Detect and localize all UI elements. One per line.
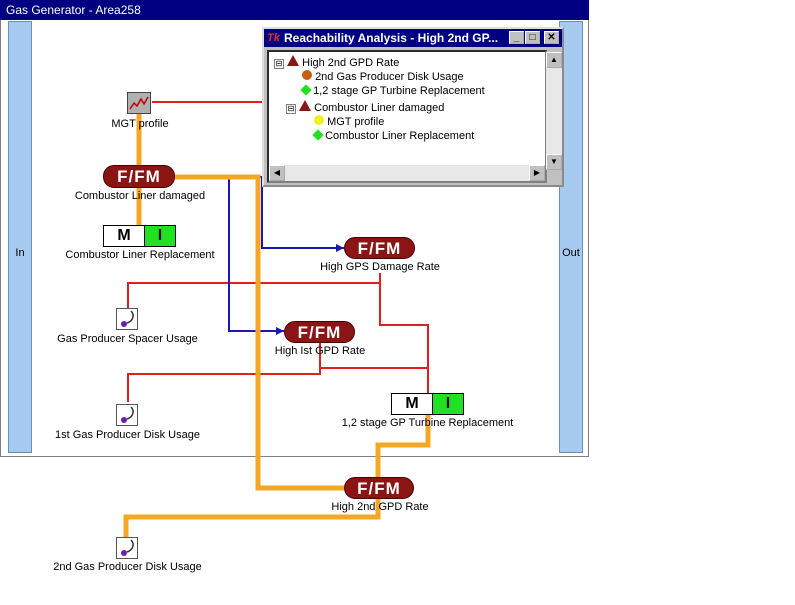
dialog-title-bar[interactable]: Tk Reachability Analysis - High 2nd GP..… bbox=[264, 29, 562, 47]
tree-row-label: 1,2 stage GP Turbine Replacement bbox=[313, 85, 485, 97]
link-turbine-to-gpd2 bbox=[375, 414, 431, 478]
vertical-scrollbar[interactable]: ▲ ▼ bbox=[546, 52, 562, 170]
arrow-gps bbox=[336, 244, 344, 252]
tree-row-label: MGT profile bbox=[327, 116, 385, 128]
tree-row-label: Combustor Liner Replacement bbox=[325, 130, 475, 142]
dialog-title: Reachability Analysis - High 2nd GP... bbox=[284, 31, 499, 45]
tk-app-icon: Tk bbox=[267, 32, 280, 44]
tree-row[interactable]: ⊟ High 2nd GPD Rate bbox=[274, 55, 399, 69]
gas-producer-spacer-usage-label: Gas Producer Spacer Usage bbox=[57, 333, 198, 345]
tree-row[interactable]: MGT profile bbox=[314, 115, 384, 128]
maximize-button[interactable]: □ bbox=[525, 31, 540, 44]
link-gps-to-turbine bbox=[379, 273, 429, 393]
brown-circle-icon bbox=[302, 70, 312, 80]
mgt-profile-icon[interactable] bbox=[127, 92, 151, 114]
tree-row-label: Combustor Liner damaged bbox=[314, 102, 445, 114]
tree-row[interactable]: 2nd Gas Producer Disk Usage bbox=[302, 70, 464, 83]
mgt-profile-label: MGT profile bbox=[111, 118, 169, 130]
scroll-left-icon[interactable]: ◀ bbox=[269, 165, 285, 181]
link-spacer-to-gps bbox=[127, 273, 381, 310]
stethoscope-icon[interactable] bbox=[116, 404, 138, 426]
tree-row[interactable]: 1,2 stage GP Turbine Replacement bbox=[300, 84, 485, 97]
green-diamond-icon bbox=[312, 129, 324, 141]
window-title: Gas Generator - Area258 bbox=[6, 3, 141, 17]
triangle-icon bbox=[287, 55, 300, 66]
first-gas-producer-disk-usage-label: 1st Gas Producer Disk Usage bbox=[55, 429, 200, 441]
high-gps-damage-rate-node[interactable]: F/FM bbox=[344, 237, 415, 259]
green-diamond-icon bbox=[300, 84, 312, 96]
high-1st-gpd-rate-label: High Ist GPD Rate bbox=[274, 345, 366, 357]
link-combustor-to-gpd2 bbox=[175, 174, 344, 491]
collapse-icon[interactable]: ⊟ bbox=[274, 59, 284, 69]
second-gas-producer-disk-usage-label: 2nd Gas Producer Disk Usage bbox=[53, 561, 202, 573]
close-button[interactable]: ✕ bbox=[544, 31, 559, 44]
minimize-button[interactable]: _ bbox=[509, 31, 524, 44]
high-2nd-gpd-rate-node[interactable]: F/FM bbox=[344, 477, 414, 499]
combustor-liner-damaged-label: Combustor Liner damaged bbox=[74, 190, 206, 202]
high-gps-damage-rate-label: High GPS Damage Rate bbox=[320, 261, 440, 273]
triangle-icon bbox=[299, 100, 312, 111]
reachability-tree[interactable]: ⊟ High 2nd GPD Rate 2nd Gas Producer Dis… bbox=[267, 50, 562, 183]
output-rail-label: Out bbox=[562, 247, 580, 259]
combustor-liner-replacement-node[interactable]: M I bbox=[103, 225, 176, 247]
reachability-dialog[interactable]: Tk Reachability Analysis - High 2nd GP..… bbox=[262, 27, 564, 187]
maintenance-m: M bbox=[405, 395, 419, 412]
high-2nd-gpd-rate-label: High 2nd GPD Rate bbox=[331, 501, 429, 513]
gp-turbine-replacement-label: 1,2 stage GP Turbine Replacement bbox=[341, 417, 514, 429]
inspection-i: I bbox=[144, 226, 175, 246]
gp-turbine-replacement-node[interactable]: M I bbox=[391, 393, 464, 415]
input-rail-label: In bbox=[15, 247, 25, 259]
tree-row[interactable]: ⊟ Combustor Liner damaged bbox=[286, 100, 444, 114]
link-gpd2-to-disk2 bbox=[123, 498, 381, 537]
arrow-gpd1 bbox=[276, 327, 284, 335]
tree-row-label: 2nd Gas Producer Disk Usage bbox=[315, 71, 464, 83]
yellow-circle-icon bbox=[314, 115, 324, 125]
link-combustor-to-gps bbox=[229, 176, 344, 249]
combustor-liner-damaged-node[interactable]: F/FM bbox=[103, 165, 175, 188]
horizontal-scrollbar[interactable]: ◀ ▶ bbox=[269, 165, 545, 181]
scroll-up-icon[interactable]: ▲ bbox=[546, 52, 562, 68]
window-title-bar[interactable]: Gas Generator - Area258 bbox=[0, 0, 589, 20]
scroll-down-icon[interactable]: ▼ bbox=[546, 154, 562, 170]
tree-row-label: High 2nd GPD Rate bbox=[302, 57, 400, 69]
combustor-liner-replacement-label: Combustor Liner Replacement bbox=[65, 249, 215, 261]
link-disk1-to-gpd1 bbox=[127, 343, 321, 402]
scroll-right-icon[interactable]: ▶ bbox=[529, 165, 545, 181]
maintenance-m: M bbox=[117, 227, 131, 244]
collapse-icon[interactable]: ⊟ bbox=[286, 104, 296, 114]
tree-row[interactable]: Combustor Liner Replacement bbox=[312, 129, 475, 142]
stethoscope-icon[interactable] bbox=[116, 308, 138, 330]
high-1st-gpd-rate-node[interactable]: F/FM bbox=[284, 321, 355, 343]
input-rail: In bbox=[8, 21, 32, 453]
inspection-i: I bbox=[432, 394, 463, 414]
stethoscope-icon[interactable] bbox=[116, 537, 138, 559]
link-combustor-to-gpd1 bbox=[228, 177, 284, 332]
